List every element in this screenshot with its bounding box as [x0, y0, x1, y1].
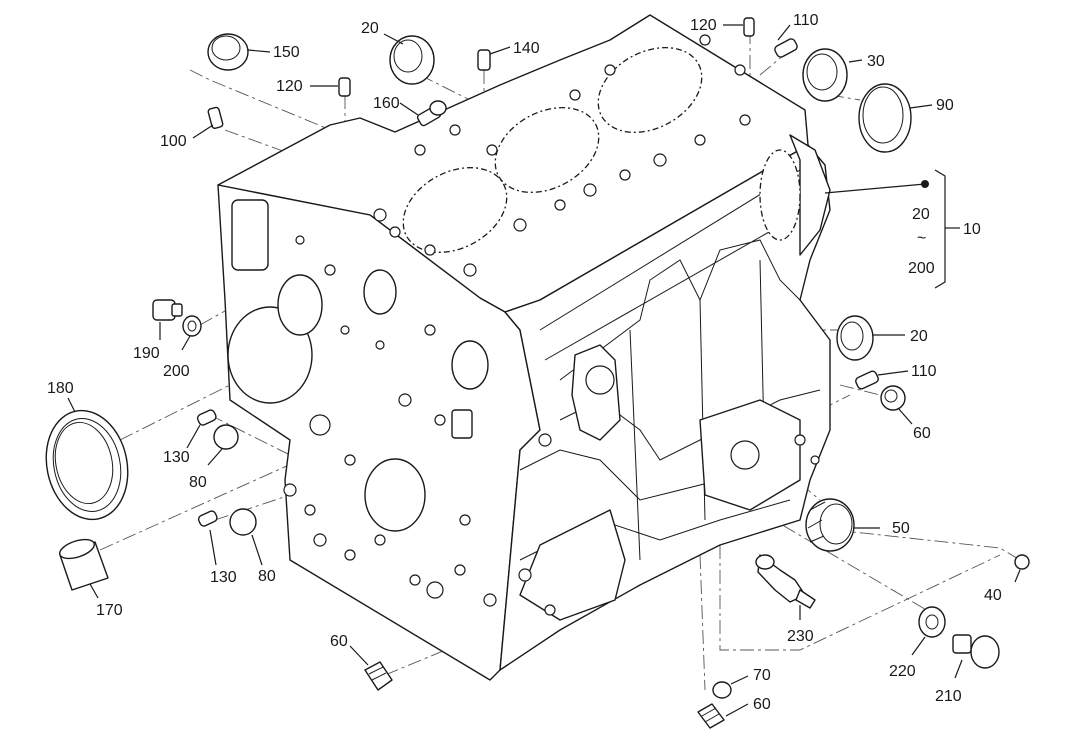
part-160-bolt [416, 100, 447, 127]
part-130-pin-upper [196, 409, 217, 426]
callout-60-bottom-left: 60 [330, 633, 348, 650]
callout-60-bottom: 60 [753, 696, 771, 713]
callout-170: 170 [96, 602, 123, 619]
callout-110-right: 110 [911, 363, 937, 380]
callout-80-lower: 80 [258, 568, 276, 585]
callout-200-left: 200 [163, 363, 190, 380]
callout-130-upper: 130 [163, 449, 190, 466]
callout-20-top: 20 [361, 20, 379, 37]
part-50-sleeve [805, 498, 855, 552]
part-190-bolt [152, 299, 183, 321]
part-180-seal-ring [45, 409, 129, 521]
cylinder-block [217, 14, 831, 681]
part-170-plug [59, 538, 109, 591]
part-60-plug-bottom [697, 703, 725, 729]
callout-30: 30 [867, 53, 885, 70]
callout-range-separator: ~ [917, 230, 926, 247]
callout-150: 150 [273, 44, 300, 61]
part-70-plug [712, 681, 732, 699]
callout-labels: 150 20 140 120 120 110 30 90 100 160 20 … [47, 12, 1002, 713]
callout-20-right: 20 [910, 328, 928, 345]
part-140-dowel [477, 49, 491, 71]
callout-230: 230 [787, 628, 814, 645]
callout-190: 190 [133, 345, 160, 362]
callout-210: 210 [935, 688, 962, 705]
part-80-bushing-lower [229, 508, 257, 536]
part-110-pin-right [855, 370, 879, 390]
callout-110-top: 110 [793, 12, 819, 29]
callout-50: 50 [892, 520, 910, 537]
part-90-cover [858, 83, 912, 153]
part-150-plug [207, 33, 249, 71]
callout-120-left: 120 [276, 78, 303, 95]
callout-160: 160 [373, 95, 400, 112]
leader-lines [67, 24, 1021, 717]
callout-10: 10 [963, 221, 981, 238]
part-130-pin-lower [197, 510, 218, 527]
part-110-pin-top [774, 38, 798, 58]
callout-120-top: 120 [690, 17, 717, 34]
callout-90: 90 [936, 97, 954, 114]
part-120-pin-top [743, 17, 755, 37]
callout-range-start-20: 20 [912, 206, 930, 223]
part-200-washer [182, 315, 202, 337]
callout-70: 70 [753, 667, 771, 684]
callout-130-lower: 130 [210, 569, 237, 586]
callout-100: 100 [160, 133, 187, 150]
part-80-bushing-upper [213, 424, 239, 450]
callout-180: 180 [47, 380, 74, 397]
part-60-plug-right [880, 385, 906, 411]
callout-40: 40 [984, 587, 1002, 604]
part-60-plug-bottom-left [364, 661, 393, 691]
part-220-washer [918, 606, 946, 638]
callout-220: 220 [889, 663, 916, 680]
part-120-pin-left [338, 77, 351, 97]
part-20-seal-right [836, 315, 874, 361]
callout-80-upper: 80 [189, 474, 207, 491]
part-100-pin [207, 106, 224, 129]
parts [45, 17, 1030, 729]
reference-dot [921, 180, 929, 188]
part-210-plug [952, 634, 1000, 669]
callout-range-end-200: 200 [908, 260, 935, 277]
callout-60-right: 60 [913, 425, 931, 442]
part-30-plug [802, 48, 848, 102]
part-20-plug-top [389, 35, 435, 85]
part-40-plug [1014, 554, 1030, 570]
part-230-sensor [755, 554, 816, 609]
callout-140: 140 [513, 40, 540, 57]
